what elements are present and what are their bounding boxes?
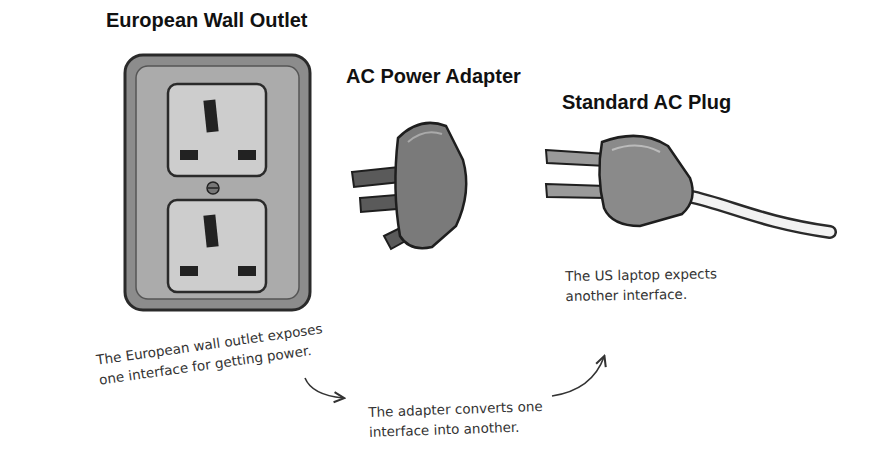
- outlet-plate: [136, 66, 299, 299]
- wall-outlet: [125, 55, 310, 310]
- cable: [688, 196, 830, 232]
- socket: [168, 200, 266, 292]
- figure-heading: AC Power Adapter: [346, 64, 521, 88]
- plug-blade: [546, 184, 606, 198]
- screw-slot: [208, 187, 218, 189]
- screw: [207, 182, 219, 194]
- ac-plug: [546, 136, 830, 232]
- outlet-frame: [125, 55, 310, 310]
- socket-slot: [203, 214, 218, 247]
- figure-heading: Standard AC Plug: [562, 90, 731, 114]
- socket-slot: [203, 99, 218, 132]
- adapter-shine: [408, 132, 442, 142]
- socket-slot: [238, 266, 256, 276]
- socket-slot: [238, 150, 256, 160]
- figure-heading: European Wall Outlet: [106, 8, 308, 32]
- cable-outline: [688, 196, 830, 232]
- leader-arrow: [305, 378, 343, 398]
- adapter-body: [395, 123, 466, 248]
- socket: [168, 84, 266, 176]
- power-adapter: [352, 123, 466, 249]
- plug-blade: [546, 150, 606, 166]
- annotation-note: The adapter converts one interface into …: [368, 395, 559, 442]
- illustration-group: European Wall Outlet: [106, 8, 321, 313]
- plug-body: [599, 136, 692, 226]
- annotation-note: The US laptop expects another interface.: [565, 263, 741, 306]
- leader-arrow: [552, 357, 604, 396]
- plug-shine: [612, 145, 660, 152]
- illustration-group: Standard AC Plug: [562, 90, 832, 240]
- socket-slot: [180, 266, 198, 276]
- socket-slot: [180, 150, 198, 160]
- annotation-note: The European wall outlet exposes one int…: [95, 315, 353, 390]
- illustration-group: AC Power Adapter: [346, 64, 529, 254]
